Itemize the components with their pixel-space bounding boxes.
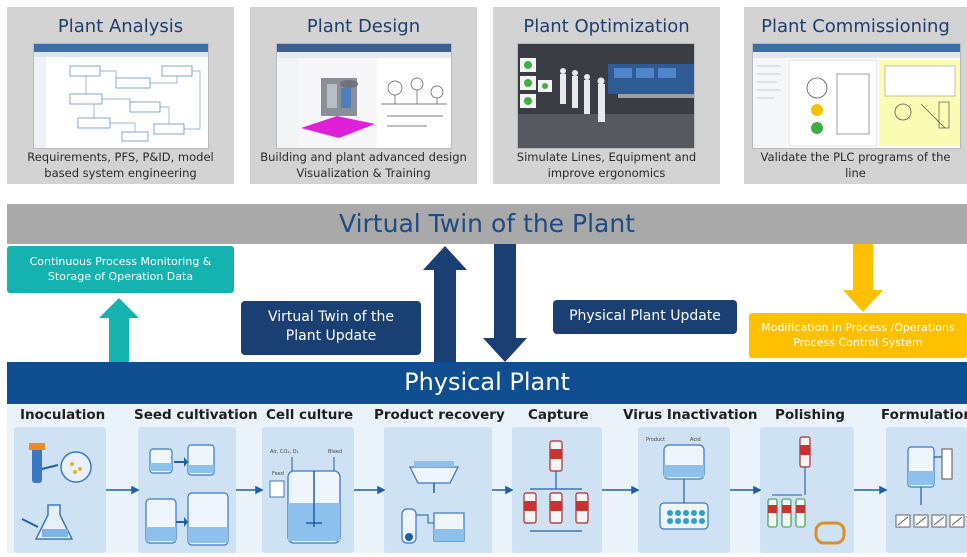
svg-text:Acid: Acid (690, 437, 701, 443)
svg-text:Feed: Feed (272, 471, 284, 477)
stage-panel-inoculation (14, 427, 106, 553)
stage-title-capture: Capture (528, 407, 589, 423)
stage-title-formulation: Formulation (881, 407, 967, 423)
card-title: Plant Design (306, 16, 421, 37)
card-plant-optimization: Plant Optimization (493, 7, 720, 184)
plant-analysis-diagram-image (34, 44, 208, 148)
stage-panel-cell-culture: Air, CO₂, O₂ Bleed Feed (262, 427, 354, 553)
plant-commissioning-screenshot (752, 43, 961, 149)
card-plant-analysis: Plant Analysis Requirements, PFS, P&ID, … (7, 7, 234, 184)
card-title: Plant Commissioning (761, 16, 950, 37)
product-recovery-icon (401, 461, 465, 544)
card-desc-line: improve ergonomics (547, 166, 666, 180)
plant-analysis-screenshot (33, 43, 209, 149)
virtual-twin-label: Virtual Twin of the Plant (339, 209, 635, 238)
card-desc-line: based system engineering (44, 166, 197, 180)
stage-title-seed-cultivation: Seed cultivation (134, 407, 258, 423)
physical-plant-label: Physical Plant (404, 368, 570, 396)
svg-text:Bleed: Bleed (328, 449, 342, 455)
plant-design-screenshot (276, 43, 452, 149)
stage-panel-polishing (760, 427, 854, 553)
card-description: Building and plant advanced design Visua… (256, 149, 471, 181)
card-plant-commissioning: Plant Commissioning Validate the PLC pro… (744, 7, 967, 184)
seed-cultivation-icon (145, 444, 229, 546)
stage-panel-product-recovery (384, 427, 492, 553)
inoculation-icon (21, 443, 92, 540)
card-desc-line: line (845, 166, 866, 180)
virus-inactivation-icon: Product Acid (646, 437, 709, 530)
navy-up-arrow (423, 246, 467, 362)
capture-icon (523, 440, 589, 532)
stage-title-virus-inactivation: Virus Inactivation (623, 407, 758, 423)
stage-title-product-recovery: Product recovery (374, 407, 505, 423)
card-desc-line: Validate the PLC programs of the (760, 150, 951, 164)
stage-panel-seed-cultivation (138, 427, 236, 553)
twin-update-line: Plant Update (285, 328, 377, 344)
card-title: Plant Optimization (523, 16, 690, 37)
plant-commissioning-plc-image (753, 44, 960, 148)
card-desc-line: Requirements, PFS, P&ID, model (27, 150, 214, 164)
modification-box: Modification in Process /Operations Proc… (749, 313, 967, 358)
card-description: Simulate Lines, Equipment and improve er… (499, 149, 714, 181)
formulation-icon (895, 446, 965, 528)
monitoring-line: Storage of Operation Data (47, 270, 194, 283)
svg-text:Product: Product (646, 437, 665, 443)
navy-down-arrow (483, 244, 527, 362)
stage-panel-capture (512, 427, 602, 553)
physical-update-label: Physical Plant Update (569, 308, 721, 324)
virtual-twin-bar: Virtual Twin of the Plant (7, 204, 967, 244)
plant-optimization-screenshot (517, 43, 695, 149)
stage-panel-virus-inactivation: Product Acid (638, 427, 730, 553)
monitoring-box: Continuous Process Monitoring & Storage … (7, 246, 234, 293)
card-title: Plant Analysis (57, 16, 184, 37)
modification-line: Modification in Process /Operations (761, 321, 955, 334)
card-desc-line: Visualization & Training (296, 166, 431, 180)
yellow-down-arrow (843, 244, 883, 312)
twin-update-line: Virtual Twin of the (267, 309, 394, 325)
svg-text:Air, CO₂, O₂: Air, CO₂, O₂ (270, 449, 299, 455)
stage-title-polishing: Polishing (775, 407, 845, 423)
teal-up-arrow (99, 298, 139, 362)
physical-update-box: Physical Plant Update (553, 300, 737, 334)
monitoring-line: Continuous Process Monitoring & (29, 255, 212, 268)
card-plant-design: Plant Design Building and plant advanced… (250, 7, 477, 184)
plant-optimization-simulation-image (518, 44, 694, 148)
cell-culture-icon: Air, CO₂, O₂ Bleed Feed (269, 449, 342, 544)
plant-design-3d-image (277, 44, 451, 148)
twin-update-box: Virtual Twin of the Plant Update (241, 301, 421, 355)
stage-title-inoculation: Inoculation (20, 407, 106, 423)
card-desc-line: Simulate Lines, Equipment and (516, 150, 697, 164)
physical-plant-bar: Physical Plant (7, 362, 967, 404)
card-description: Validate the PLC programs of the line (750, 149, 961, 181)
card-desc-line: Building and plant advanced design (260, 150, 467, 164)
stage-title-cell-culture: Cell culture (266, 407, 354, 423)
stage-panel-formulation (886, 427, 967, 553)
card-description: Requirements, PFS, P&ID, model based sys… (13, 149, 228, 181)
modification-line: Process Control System (793, 336, 923, 349)
polishing-icon (767, 436, 846, 545)
